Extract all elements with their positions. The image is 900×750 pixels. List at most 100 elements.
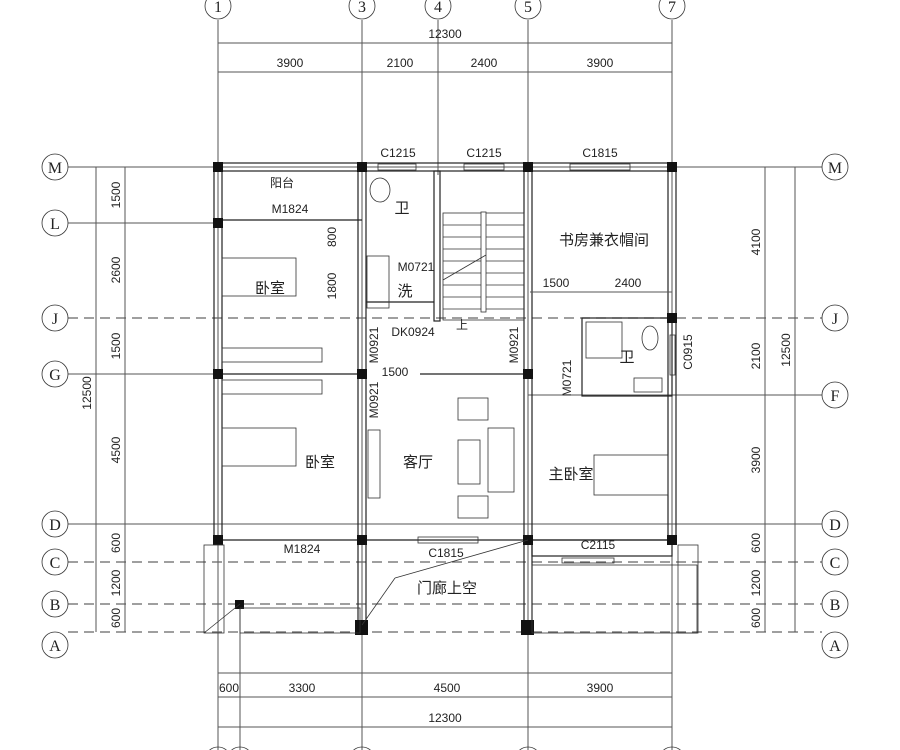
staircase — [442, 211, 525, 321]
room-wash: 洗 — [397, 283, 412, 300]
svg-text:2400: 2400 — [615, 276, 642, 290]
windows — [377, 163, 676, 564]
svg-text:A: A — [49, 638, 61, 655]
furniture — [221, 177, 669, 519]
svg-text:1200: 1200 — [749, 569, 763, 596]
room-living: 客厅 — [403, 454, 433, 471]
tv-cabinet — [367, 429, 381, 499]
svg-text:2600: 2600 — [109, 256, 123, 283]
svg-text:C0915: C0915 — [681, 334, 695, 370]
left-axis-bubbles: M L J G D C B A — [41, 153, 69, 659]
svg-text:4500: 4500 — [434, 681, 461, 695]
coffee-table — [457, 439, 481, 485]
svg-text:600: 600 — [749, 608, 763, 628]
svg-text:3900: 3900 — [587, 681, 614, 695]
left-dimensions: 1500 2600 1500 4500 600 1200 600 12500 — [80, 167, 126, 632]
svg-text:1500: 1500 — [543, 276, 570, 290]
svg-text:1500: 1500 — [109, 181, 123, 208]
toilet — [369, 177, 391, 203]
svg-text:C1215: C1215 — [380, 146, 416, 160]
top-dimensions: 12300 3900 2100 2400 3900 — [218, 27, 672, 73]
svg-text:2100: 2100 — [749, 342, 763, 369]
svg-text:12300: 12300 — [428, 711, 462, 725]
svg-text:1500: 1500 — [109, 332, 123, 359]
room-bedroom: 卧室 — [305, 454, 335, 471]
sofa — [487, 427, 515, 493]
svg-text:L: L — [50, 216, 60, 233]
svg-text:2100: 2100 — [387, 56, 414, 70]
room-labels: 阳台 卧室 卧室 卫 洗 书房兼衣帽间 卫 客厅 主卧室 门廊上空 上 — [255, 175, 649, 597]
right-dimensions: 4100 2100 3900 600 1200 600 12500 — [749, 167, 796, 632]
armchair — [457, 495, 489, 519]
svg-text:3900: 3900 — [587, 56, 614, 70]
room-bedroom: 卧室 — [255, 280, 285, 297]
svg-text:600: 600 — [109, 608, 123, 628]
svg-text:M1824: M1824 — [284, 542, 321, 556]
svg-text:4500: 4500 — [109, 436, 123, 463]
bed — [593, 454, 669, 496]
svg-text:M0721: M0721 — [560, 359, 574, 396]
svg-text:M0921: M0921 — [507, 326, 521, 363]
bed — [221, 427, 297, 467]
svg-text:600: 600 — [109, 533, 123, 553]
svg-text:600: 600 — [219, 681, 239, 695]
svg-text:D: D — [49, 517, 61, 534]
svg-text:1500: 1500 — [382, 365, 409, 379]
horizontal-axis-lines — [68, 166, 822, 633]
opening-labels: C1215 C1215 C1815 M1824 M0721 DK0924 M09… — [272, 146, 695, 560]
svg-text:3900: 3900 — [749, 446, 763, 473]
svg-text:G: G — [49, 367, 61, 384]
room-toilet: 卫 — [619, 349, 634, 366]
toilet — [641, 325, 659, 351]
bed — [221, 257, 297, 297]
svg-text:3300: 3300 — [289, 681, 316, 695]
right-axis-bubbles: M J F D C B A — [821, 153, 849, 659]
svg-text:1200: 1200 — [109, 569, 123, 596]
svg-text:2400: 2400 — [471, 56, 498, 70]
svg-text:3: 3 — [358, 0, 366, 16]
shower — [585, 321, 623, 359]
svg-text:B: B — [830, 597, 841, 614]
room-toilet: 卫 — [394, 200, 409, 217]
svg-text:5: 5 — [524, 0, 532, 16]
svg-text:12500: 12500 — [80, 376, 94, 410]
wardrobe — [221, 379, 323, 395]
svg-text:1: 1 — [214, 0, 222, 16]
svg-text:F: F — [831, 388, 840, 405]
top-axis-bubbles: 1 3 4 5 7 — [204, 0, 686, 20]
svg-text:DK0924: DK0924 — [391, 325, 435, 339]
svg-text:12300: 12300 — [428, 27, 462, 41]
armchair — [457, 397, 489, 421]
svg-text:J: J — [832, 311, 838, 328]
room-balcony: 阳台 — [270, 175, 294, 190]
svg-text:800: 800 — [325, 227, 339, 247]
room-study: 书房兼衣帽间 — [559, 232, 649, 249]
svg-text:B: B — [50, 597, 61, 614]
room-master-bedroom: 主卧室 — [548, 466, 593, 483]
inner-dimensions: 800 1800 1500 2400 1500 — [325, 227, 672, 379]
svg-text:C1815: C1815 — [428, 546, 464, 560]
sink — [633, 377, 663, 393]
svg-text:M0921: M0921 — [367, 381, 381, 418]
svg-text:C: C — [830, 555, 841, 572]
svg-text:M0721: M0721 — [398, 260, 435, 274]
svg-text:1800: 1800 — [325, 272, 339, 299]
svg-text:C1815: C1815 — [582, 146, 618, 160]
svg-text:600: 600 — [749, 533, 763, 553]
stair-up-label: 上 — [456, 318, 468, 332]
svg-text:M: M — [828, 160, 842, 177]
svg-text:M1824: M1824 — [272, 202, 309, 216]
svg-text:M: M — [48, 160, 62, 177]
bottom-dimensions: 600 3300 4500 3900 12300 — [218, 672, 672, 728]
svg-text:12500: 12500 — [779, 333, 793, 367]
svg-text:A: A — [829, 638, 841, 655]
svg-text:4100: 4100 — [749, 228, 763, 255]
svg-text:M0921: M0921 — [367, 326, 381, 363]
svg-text:J: J — [52, 311, 58, 328]
vertical-axis-lines — [217, 20, 673, 750]
washbasin — [366, 255, 390, 309]
svg-text:C2115: C2115 — [581, 538, 616, 552]
room-porch: 门廊上空 — [417, 580, 477, 597]
bottom-axis-bubbles — [209, 746, 681, 750]
